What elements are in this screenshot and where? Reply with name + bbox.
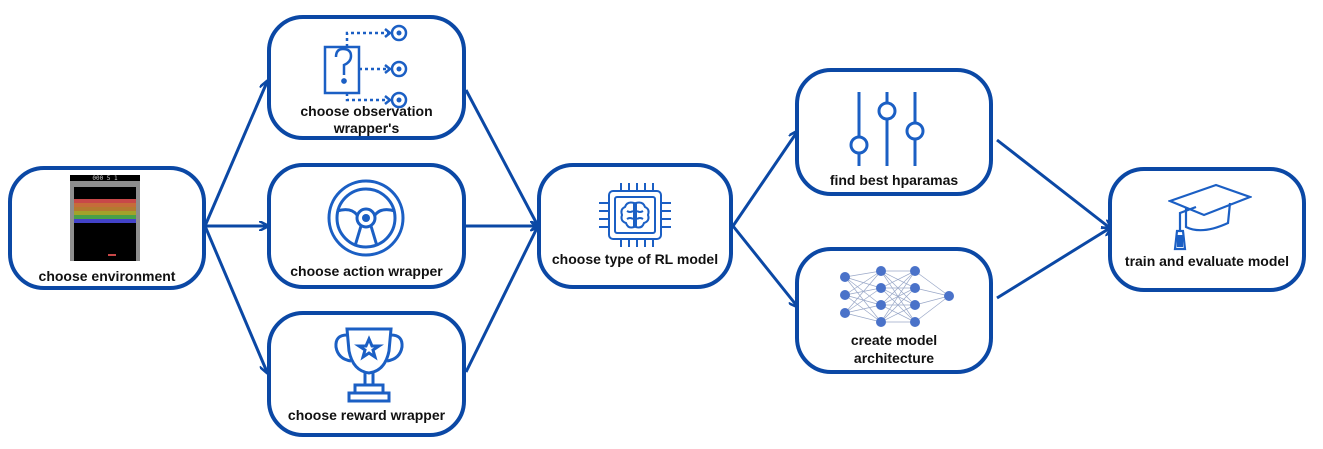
node-create-model-architecture: create model architecture xyxy=(795,247,993,374)
arrow-hparams-to-train xyxy=(996,138,1110,228)
arrow-env-to-reward xyxy=(203,225,267,372)
brain-chip-icon xyxy=(599,183,671,247)
node-label-line2: architecture xyxy=(853,350,935,366)
arrow-rl-to-architecture xyxy=(731,225,797,306)
node-label: choose type of RL model xyxy=(551,251,719,267)
game-score: 000 5 1 xyxy=(92,175,118,182)
node-choose-observation-wrapper: choose observation wrapper's xyxy=(267,15,466,140)
node-label: choose reward wrapper xyxy=(287,407,446,423)
node-label: train and evaluate model xyxy=(1124,253,1290,269)
trophy-icon xyxy=(334,327,404,403)
node-label: find best hparamas xyxy=(829,172,959,188)
steering-wheel-icon xyxy=(327,179,405,257)
node-label-line1: create model xyxy=(850,332,938,348)
node-choose-reward-wrapper: choose reward wrapper xyxy=(267,311,466,437)
node-choose-action-wrapper: choose action wrapper xyxy=(267,163,466,289)
node-find-best-hparams: find best hparamas xyxy=(795,68,993,196)
node-label-line2: wrapper's xyxy=(333,120,400,136)
node-choose-environment: 000 5 1 choose environment xyxy=(8,166,206,290)
arrow-env-to-observation xyxy=(203,82,267,227)
question-box-targets-icon xyxy=(323,24,408,109)
node-label: choose action wrapper xyxy=(290,263,443,279)
arrow-reward-to-rl xyxy=(464,226,538,373)
node-label: choose environment xyxy=(38,268,176,284)
node-label-line1: choose observation xyxy=(300,103,433,119)
arrow-rl-to-hparams xyxy=(731,132,797,227)
arrow-observation-to-rl xyxy=(464,89,538,226)
node-choose-rl-model: choose type of RL model xyxy=(537,163,733,289)
sliders-icon xyxy=(849,92,925,166)
graduation-cap-icon xyxy=(1168,183,1252,251)
atari-breakout-screenshot: 000 5 1 xyxy=(70,175,140,261)
arrow-architecture-to-train xyxy=(996,228,1110,300)
node-train-and-evaluate-model: train and evaluate model xyxy=(1108,167,1306,292)
neural-network-icon xyxy=(840,266,954,327)
